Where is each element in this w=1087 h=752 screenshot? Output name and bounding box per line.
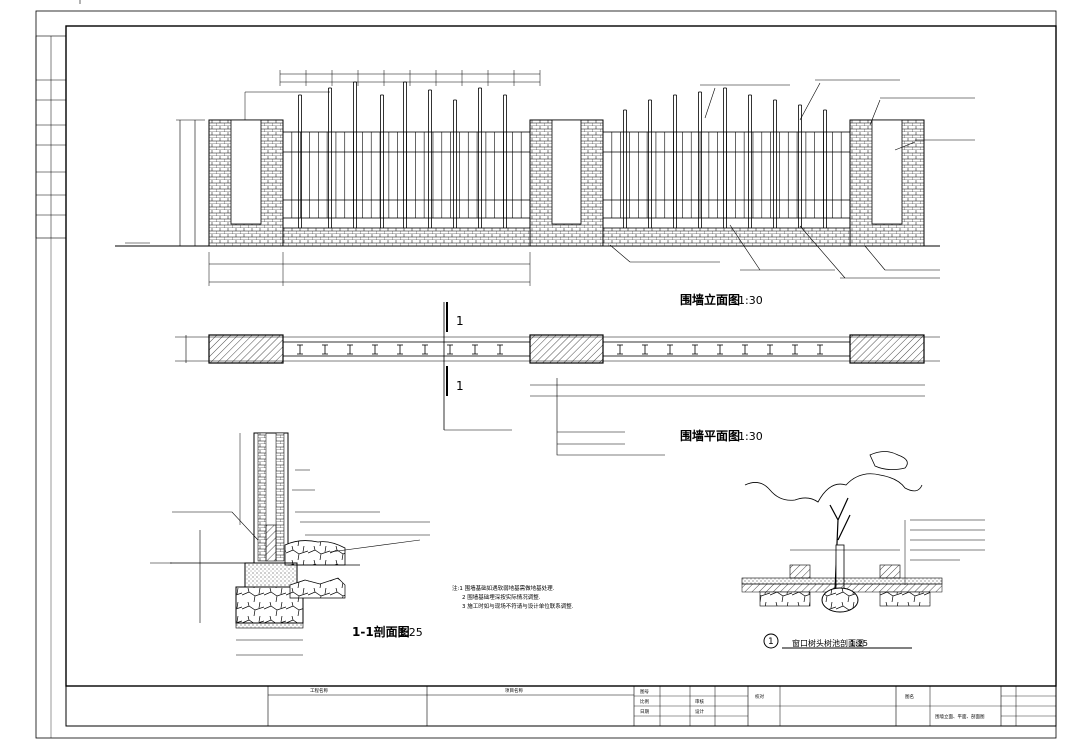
tree-scale: 1:25 bbox=[850, 639, 868, 648]
binding-strip bbox=[35, 35, 67, 738]
tb-cell-0: 工程名称 bbox=[310, 687, 328, 694]
tb-cell-2: 图号 bbox=[640, 689, 649, 695]
svg-text:1: 1 bbox=[456, 379, 464, 393]
wall-elevation bbox=[115, 70, 975, 286]
sheet-frame bbox=[35, 0, 1057, 739]
tb-cell-3: 比例 bbox=[640, 698, 649, 705]
tb-cell-4: 日期 bbox=[640, 709, 649, 715]
section-title: 1-1剖面图 bbox=[352, 624, 410, 639]
plan-title: 围墙平面图 bbox=[680, 428, 740, 443]
wall-plan: 1 1 bbox=[175, 302, 940, 456]
elevation-scale: 1:30 bbox=[738, 294, 763, 307]
tb-cell-7: 校对 bbox=[755, 693, 764, 700]
note-1: 注:1 围墙基础如遇软弱地基需做地基处理. bbox=[452, 584, 555, 592]
tb-cell-1: 项目名称 bbox=[505, 687, 523, 694]
tb-cell-6: 设计 bbox=[695, 708, 704, 715]
note-3: 3 施工时如与现场不符请与设计单位联系调整. bbox=[462, 602, 574, 610]
plan-scale: 1:30 bbox=[738, 430, 763, 443]
tree-mark: 1 bbox=[768, 637, 774, 647]
svg-text:1: 1 bbox=[456, 314, 464, 328]
note-2: 2 围墙基础埋深按实际情况调整. bbox=[462, 593, 541, 601]
tb-cell-5: 审核 bbox=[695, 698, 704, 705]
tree-title: 窗口树头树池剖面图 bbox=[792, 638, 864, 648]
elevation-title: 围墙立面图 bbox=[680, 292, 740, 307]
tb-cell-8: 图名 bbox=[905, 693, 914, 700]
notes: 注:1 围墙基础如遇软弱地基需做地基处理. 2 围墙基础埋深按实际情况调整. 3… bbox=[452, 584, 574, 610]
plan-pier-right bbox=[849, 334, 925, 364]
plan-pier-left bbox=[208, 334, 284, 364]
plan-pier-middle bbox=[529, 334, 604, 364]
section-scale: 1:25 bbox=[398, 626, 423, 639]
tree-pit-section bbox=[741, 451, 985, 649]
tb-cell-9: 围墙立面、平面、剖面图 bbox=[935, 713, 985, 720]
title-block: 工程名称 项目名称 图号 比例 日期 审核 设计 校对 图名 围墙立面、平面、剖… bbox=[65, 685, 1057, 727]
section-1-1 bbox=[150, 432, 430, 656]
